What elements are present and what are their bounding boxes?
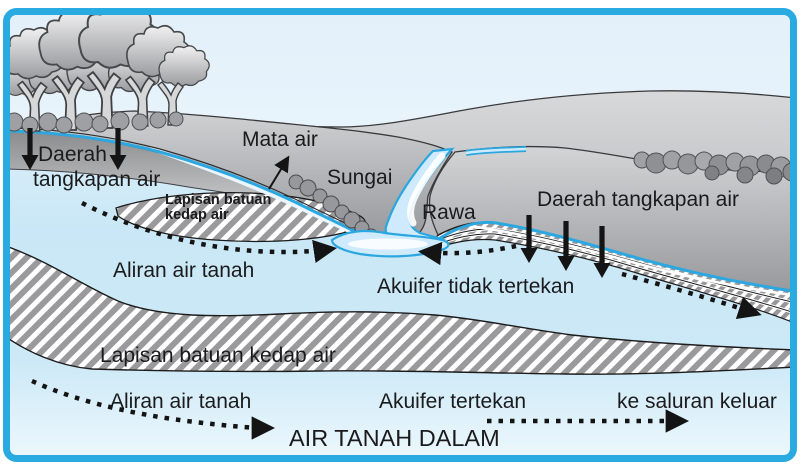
label-flow-lower: Aliran air tanah — [110, 390, 251, 413]
labels: Daerah tangkapan air Mata air Sungai Raw… — [33, 128, 777, 451]
label-confined-aquifer: Akuifer tertekan — [379, 390, 526, 413]
label-catchment-left-2: tangkapan air — [33, 168, 160, 191]
tree-base-shrubs — [10, 111, 184, 134]
surface-outline-left — [10, 127, 381, 241]
water-table-line-right — [439, 220, 790, 293]
label-impermeable-layer: Lapisan batuan kedap air — [100, 344, 336, 367]
frame-border — [3, 8, 797, 462]
river-highlight — [407, 152, 446, 227]
label-deep-groundwater: AIR TANAH DALAM — [289, 425, 500, 451]
label-spring: Mata air — [242, 128, 318, 151]
water-table-line-left — [10, 129, 379, 245]
spring-pointer-arrow — [268, 155, 290, 190]
flow-arrow-down-right — [621, 271, 762, 320]
stream-upper-fill — [465, 147, 527, 155]
label-catchment-left-1: Daerah — [38, 143, 107, 166]
label-swamp: Rawa — [422, 201, 476, 224]
infiltration-arrows — [21, 128, 611, 278]
trees — [10, 15, 210, 134]
label-to-outlet: ke saluran keluar — [617, 390, 777, 413]
down-arrow — [593, 226, 611, 278]
band-separator-line — [432, 233, 790, 313]
flow-arrows — [31, 200, 762, 440]
down-arrow — [109, 128, 127, 170]
pool-highlight — [348, 238, 428, 250]
down-arrow — [520, 215, 538, 263]
label-flow-upper: Aliran air tanah — [113, 259, 254, 282]
label-lens-1: Lapisan batuan — [165, 192, 271, 208]
impermeable-layer — [10, 245, 790, 375]
label-unconfined-aquifer: Akuifer tidak tertekan — [377, 275, 574, 298]
far-bushes — [633, 150, 790, 185]
flow-arrow-upper-left — [80, 200, 337, 263]
label-catchment-right: Daerah tangkapan air — [537, 188, 739, 211]
surface-wet-stripe-right — [469, 224, 790, 297]
down-arrow — [21, 128, 39, 170]
band-separator-line — [434, 228, 790, 303]
label-lens-2: kedap air — [165, 207, 229, 223]
down-arrow — [557, 221, 575, 271]
flow-arrow-to-river — [418, 241, 517, 266]
label-river: Sungai — [327, 166, 392, 189]
